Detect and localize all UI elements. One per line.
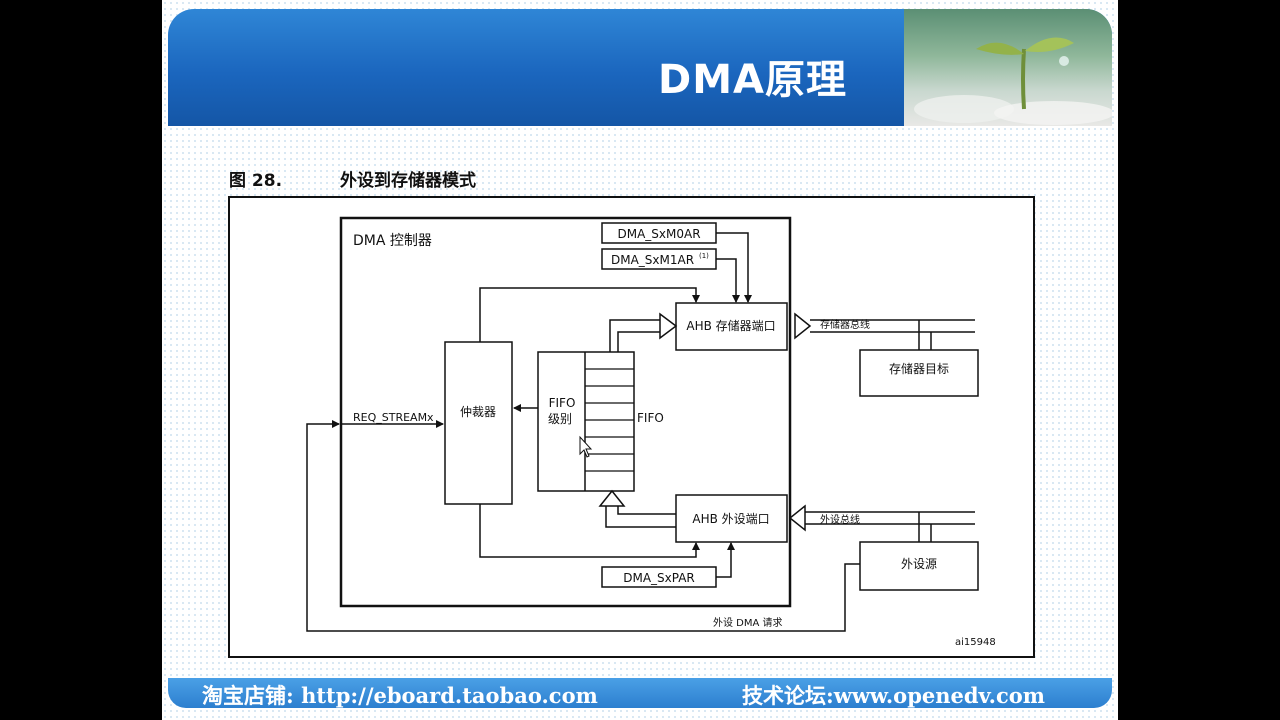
memory-target-label: 存储器目标 [889, 361, 949, 376]
sprout-illustration [914, 37, 1112, 125]
slide-title: DMA原理 [658, 57, 847, 103]
footer-shop-link[interactable]: 淘宝店铺: http://eboard.taobao.com [202, 683, 598, 708]
memory-bus-lines [810, 319, 975, 333]
fifo-to-memport-line-b [617, 331, 660, 352]
periphport-to-fifo-line-a [617, 506, 676, 515]
dma-controller-label: DMA 控制器 [353, 233, 432, 249]
ahb-memory-port-label: AHB 存储器端口 [686, 318, 775, 333]
reg-m1-label: DMA_SxM1AR [611, 253, 694, 267]
fifo-block [537, 351, 635, 492]
memory-bus-label: 存储器总线 [820, 318, 870, 331]
fifo-to-memport-arrowhead [659, 312, 678, 340]
arbiter-box [444, 341, 513, 505]
footer-forum-link[interactable]: 技术论坛:www.openedv.com [742, 683, 1045, 708]
peripheral-bus-arrowhead [788, 504, 806, 532]
mouse-cursor-icon [579, 435, 593, 458]
fifo-level-label-2: 级别 [548, 412, 572, 426]
peripheral-source-label: 外设源 [901, 557, 937, 571]
figure-number: 图 28. [229, 171, 283, 191]
peripheral-bus-label: 外设总线 [820, 513, 860, 526]
figure-title: 外设到存储器模式 [340, 171, 476, 191]
periphport-to-fifo-arrowhead [598, 489, 626, 507]
req-stream-label: REQ_STREAMx [353, 411, 434, 424]
diagram-frame [228, 196, 1035, 658]
periphport-to-fifo-line-b [605, 506, 676, 528]
arbiter-to-memport-arrow [479, 287, 700, 342]
reg-m0-label: DMA_SxM0AR [617, 227, 700, 241]
reg-par-label: DMA_SxPAR [623, 571, 695, 585]
fifo-to-memport-line-a [609, 319, 660, 352]
sprout-photo [904, 9, 1112, 126]
figure-id: ai15948 [955, 637, 996, 648]
reg-m0-arrow [716, 232, 752, 303]
memory-target-box [859, 349, 979, 397]
reg-par-arrow [716, 542, 735, 578]
arbiter-to-periphport-arrow [479, 504, 700, 558]
memory-bus-arrowhead [794, 312, 812, 340]
ahb-peripheral-port-label: AHB 外设端口 [692, 512, 769, 526]
peripheral-bus-lines [805, 511, 975, 525]
reg-m1-arrow [716, 258, 740, 303]
peripheral-dma-request-label: 外设 DMA 请求 [713, 616, 783, 629]
arbiter-label: 仲裁器 [460, 405, 496, 419]
peripheral-source-box [859, 541, 979, 591]
dma-controller-box [339, 216, 792, 608]
fifo-label: FIFO [637, 411, 664, 425]
footer-bar: 淘宝店铺: http://eboard.taobao.com 技术论坛:www.… [168, 678, 1112, 708]
reg-m1-superscript: (1) [699, 252, 709, 260]
title-banner: DMA原理 [168, 9, 1112, 126]
fifo-level-label-1: FIFO [549, 396, 576, 410]
peripheral-dma-request-line [306, 420, 860, 632]
